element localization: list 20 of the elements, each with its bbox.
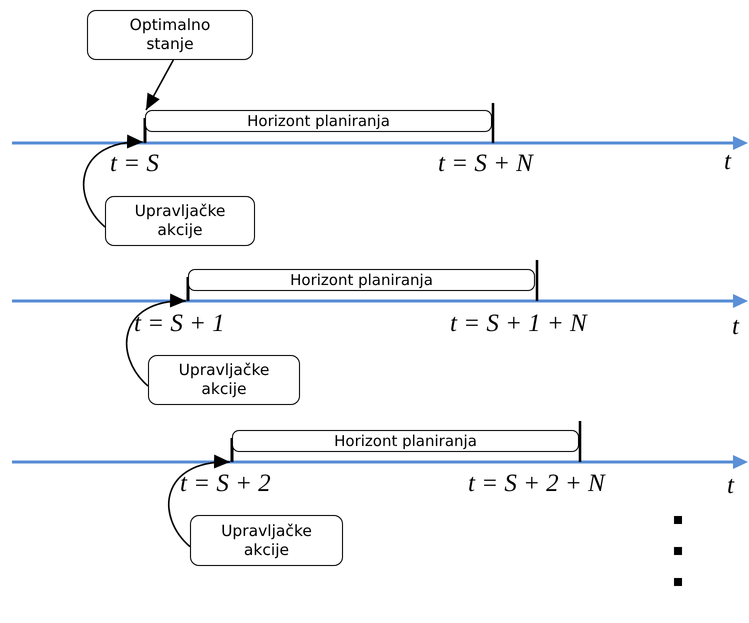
time-label: t <box>727 472 734 500</box>
time-label: t = S + N <box>438 150 533 178</box>
time-label: t = S + 2 + N <box>468 470 605 498</box>
note-box: Upravljačke akcije <box>190 515 343 566</box>
time-label: t <box>724 148 731 176</box>
time-label: t = S <box>110 150 159 178</box>
note-box: Optimalno stanje <box>87 10 253 60</box>
time-label: t = S + 1 <box>134 310 225 338</box>
time-label: t = S + 1 + N <box>450 310 587 338</box>
note-box: Upravljačke akcije <box>105 196 255 246</box>
horizon-box: Horizont planiranja <box>232 430 579 452</box>
time-label: t <box>732 313 739 341</box>
arrow <box>145 60 174 110</box>
note-box: Upravljačke akcije <box>148 355 300 405</box>
arrow <box>83 136 144 228</box>
arrow <box>126 294 186 387</box>
arrow <box>168 456 230 548</box>
time-label: t = S + 2 <box>180 470 271 498</box>
horizon-box: Horizont planiranja <box>188 269 535 291</box>
horizon-box: Horizont planiranja <box>145 110 492 132</box>
